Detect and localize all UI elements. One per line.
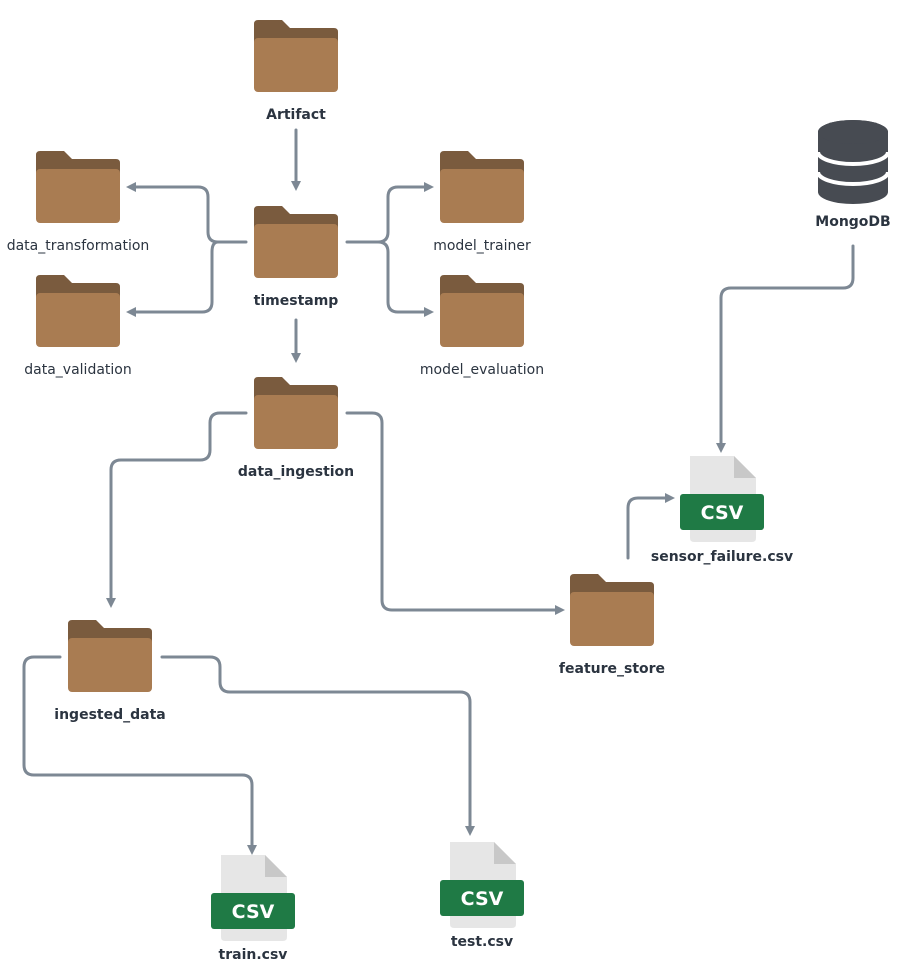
csv-page-fold [265, 855, 287, 877]
edge-data-ingestion-to-feature-store [345, 411, 565, 615]
edge-data-ingestion-to-ingested-data [106, 411, 248, 608]
folder-front [570, 592, 654, 646]
model-trainer-label: model_trainer [433, 238, 531, 254]
train-label: train.csv [219, 947, 288, 963]
edge-timestamp-to-model-evaluation [376, 240, 434, 317]
data-ingestion-label: data_ingestion [238, 464, 354, 480]
folder-front [36, 169, 120, 223]
folder-node-ingested-data: ingested_data [54, 620, 166, 723]
csv-node-sensor-failure: CSV sensor_failure.csv [651, 456, 793, 565]
mongodb-label: MongoDB [815, 214, 890, 230]
csv-file-icon: CSV [211, 855, 295, 941]
folder-node-data-validation: data_validation [24, 275, 132, 378]
folder-node-artifact: Artifact [254, 20, 338, 123]
csv-file-icon: CSV [440, 842, 524, 928]
data-transformation-label: data_transformation [7, 238, 150, 254]
folder-node-data-ingestion: data_ingestion [238, 377, 354, 480]
edge-ingested-data-to-train [22, 655, 257, 855]
folder-node-model-evaluation: model_evaluation [420, 275, 544, 378]
feature-store-label: feature_store [559, 661, 665, 677]
folder-front [440, 169, 524, 223]
folder-icon [36, 151, 120, 223]
folder-node-data-transformation: data_transformation [7, 151, 150, 254]
artifact-label: Artifact [266, 107, 326, 123]
csv-nodes: CSVsensor_failure.csvCSVtrain.csvCSVtest… [211, 456, 793, 963]
csv-band [440, 880, 524, 916]
folder-icon [570, 574, 654, 646]
data-validation-label: data_validation [24, 362, 131, 378]
sensor-failure-label: sensor_failure.csv [651, 549, 793, 565]
folder-icon [440, 151, 524, 223]
edge-timestamp-to-data-validation [126, 240, 220, 317]
csv-badge-text: CSV [701, 502, 744, 524]
folder-front [440, 293, 524, 347]
folder-icon [440, 275, 524, 347]
csv-node-train: CSV train.csv [211, 855, 295, 963]
edge-mongodb-to-sensor-failure [716, 244, 855, 453]
folder-icon [254, 377, 338, 449]
folder-node-feature-store: feature_store [559, 574, 665, 677]
connectors [22, 128, 855, 855]
csv-node-test: CSV test.csv [440, 842, 524, 950]
folder-icon [36, 275, 120, 347]
edge-feature-store-to-sensor-failure [626, 493, 675, 560]
csv-badge-text: CSV [461, 888, 504, 910]
folder-icon [254, 20, 338, 92]
database-icon [816, 120, 890, 204]
edge-timestamp-to-model-trainer [345, 182, 434, 244]
folder-front [36, 293, 120, 347]
folder-front [254, 395, 338, 449]
csv-badge-text: CSV [232, 901, 275, 923]
folder-front [68, 638, 152, 692]
csv-page-fold [734, 456, 756, 478]
folder-front [254, 38, 338, 92]
database-stripe-2 [816, 171, 890, 186]
timestamp-label: timestamp [254, 293, 339, 309]
edge-timestamp-to-data-transformation [126, 182, 248, 244]
csv-file-icon: CSV [680, 456, 764, 542]
folder-icon [68, 620, 152, 692]
mongodb-node: MongoDB [815, 120, 891, 230]
ingested-data-label: ingested_data [54, 707, 165, 723]
model-evaluation-label: model_evaluation [420, 362, 544, 378]
csv-page-fold [494, 842, 516, 864]
csv-band [680, 494, 764, 530]
folder-front [254, 224, 338, 278]
edge-ingested-data-to-test [160, 655, 475, 836]
test-label: test.csv [451, 934, 513, 950]
folder-node-model-trainer: model_trainer [433, 151, 531, 254]
folder-icon [254, 206, 338, 278]
csv-band [211, 893, 295, 929]
database-top [818, 120, 888, 144]
database-stripe-1 [816, 151, 890, 166]
folder-node-timestamp: timestamp [254, 206, 339, 309]
folder-nodes: Artifact timestamp data_transformationdata… [7, 20, 665, 723]
